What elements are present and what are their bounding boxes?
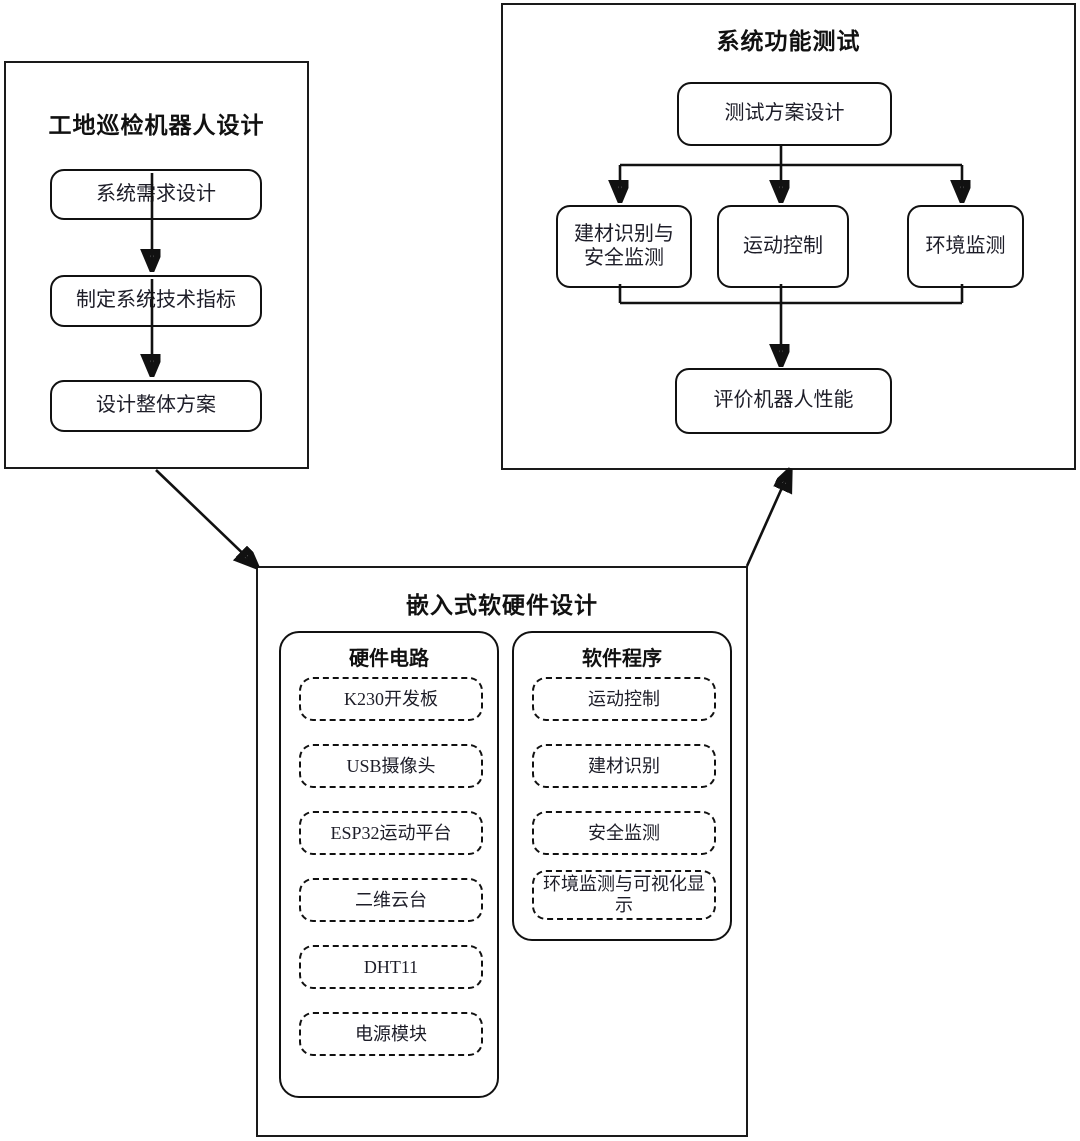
item-label: K230开发板 bbox=[344, 688, 438, 709]
node-test-plan-design[interactable]: 测试方案设计 bbox=[677, 82, 892, 146]
panel-test-title: 系统功能测试 bbox=[716, 29, 861, 54]
node-label: 建材识别与 安全监测 bbox=[574, 223, 674, 270]
node-define-technical-spec[interactable]: 制定系统技术指标 bbox=[50, 275, 262, 327]
group-hardware-circuit: 硬件电路 K230开发板 USB摄像头 ESP32运动平台 二维云台 DHT11… bbox=[279, 631, 499, 1098]
panel-design-title: 工地巡检机器人设计 bbox=[48, 113, 265, 138]
edge-design-to-embedded bbox=[155, 469, 255, 565]
group-software-program: 软件程序 运动控制 建材识别 安全监测 环境监测与可视化显示 bbox=[512, 631, 732, 941]
panel-design: 工地巡检机器人设计 系统需求设计 制定系统技术指标 设计整体方案 bbox=[4, 61, 309, 469]
node-overall-scheme-design[interactable]: 设计整体方案 bbox=[50, 380, 262, 432]
node-label: 评价机器人性能 bbox=[713, 389, 854, 412]
hardware-item-esp32-motion-platform[interactable]: ESP32运动平台 bbox=[299, 811, 483, 855]
node-evaluate-robot-performance[interactable]: 评价机器人性能 bbox=[675, 368, 892, 434]
item-label: 电源模块 bbox=[355, 1023, 427, 1044]
node-label-line1: 建材识别与 bbox=[574, 222, 674, 245]
node-material-recognition-safety[interactable]: 建材识别与 安全监测 bbox=[556, 205, 692, 288]
panel-embedded-title: 嵌入式软硬件设计 bbox=[406, 593, 598, 618]
item-label: 运动控制 bbox=[588, 688, 660, 709]
item-label: USB摄像头 bbox=[346, 755, 436, 776]
hardware-item-k230-board[interactable]: K230开发板 bbox=[299, 677, 483, 721]
software-item-motion-control[interactable]: 运动控制 bbox=[532, 677, 716, 721]
hardware-item-dht11[interactable]: DHT11 bbox=[299, 945, 483, 989]
node-label: 环境监测 bbox=[925, 234, 1006, 257]
edge-embedded-to-test bbox=[745, 472, 789, 567]
node-label: 制定系统技术指标 bbox=[76, 289, 236, 312]
hardware-item-power-module[interactable]: 电源模块 bbox=[299, 1012, 483, 1056]
software-item-env-monitor-visualization[interactable]: 环境监测与可视化显示 bbox=[532, 870, 716, 920]
node-environment-monitor-test[interactable]: 环境监测 bbox=[907, 205, 1024, 288]
node-label: 测试方案设计 bbox=[724, 102, 845, 125]
node-label: 设计整体方案 bbox=[96, 394, 216, 417]
software-item-safety-monitoring[interactable]: 安全监测 bbox=[532, 811, 716, 855]
group-software-title: 软件程序 bbox=[582, 648, 662, 670]
panel-embedded-design: 嵌入式软硬件设计 硬件电路 K230开发板 USB摄像头 ESP32运动平台 二… bbox=[256, 566, 748, 1137]
item-label: DHT11 bbox=[363, 956, 419, 977]
item-label: ESP32运动平台 bbox=[330, 822, 452, 843]
hardware-item-usb-camera[interactable]: USB摄像头 bbox=[299, 744, 483, 788]
panel-system-function-test: 系统功能测试 测试方案设计 建材识别与 安全监测 运动控制 环境监测 评价机器人… bbox=[501, 3, 1076, 470]
hardware-item-two-axis-gimbal[interactable]: 二维云台 bbox=[299, 878, 483, 922]
node-label-line2: 安全监测 bbox=[584, 246, 664, 269]
item-label: 建材识别 bbox=[588, 755, 660, 776]
node-label: 系统需求设计 bbox=[96, 182, 216, 205]
node-motion-control-test[interactable]: 运动控制 bbox=[717, 205, 849, 288]
item-label: 环境监测与可视化显示 bbox=[543, 874, 705, 915]
software-item-material-recognition[interactable]: 建材识别 bbox=[532, 744, 716, 788]
node-system-requirement-design[interactable]: 系统需求设计 bbox=[50, 169, 262, 220]
item-label: 二维云台 bbox=[355, 889, 427, 910]
item-label: 安全监测 bbox=[588, 822, 660, 843]
group-hardware-title: 硬件电路 bbox=[349, 648, 429, 670]
node-label: 运动控制 bbox=[743, 234, 823, 257]
